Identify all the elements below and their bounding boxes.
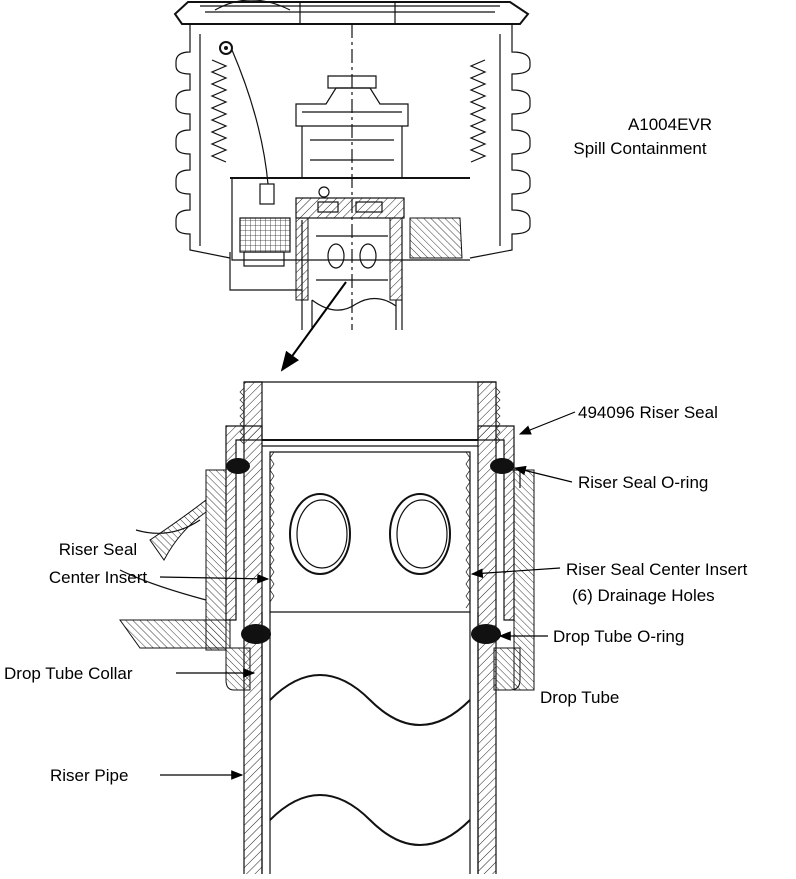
spill-containment-drawing — [173, 0, 531, 330]
drainage-hole-right — [389, 493, 451, 575]
riser-seal-label: 494096 Riser Seal — [578, 403, 718, 422]
drop-tube-label: Drop Tube — [540, 688, 619, 707]
riser-seal-oring-label: Riser Seal O-ring — [578, 473, 708, 492]
drop-tube-oring-label: Drop Tube O-ring — [553, 627, 684, 646]
center-insert-right-label: Riser Seal Center Insert — [566, 560, 748, 579]
detail-arrow — [280, 281, 347, 372]
riser-pipe-label: Riser Pipe — [50, 766, 128, 785]
riser-seal-oring-right — [490, 458, 514, 474]
center-insert-left-label-1: Riser Seal — [59, 540, 137, 559]
drainage-holes-label: (6) Drainage Holes — [572, 586, 715, 605]
drop-tube-oring-left — [241, 624, 271, 644]
labels: A1004EVR Spill Containment 494096 Riser … — [4, 115, 748, 785]
riser-seal-oring-left — [226, 458, 250, 474]
center-insert-left-label-2: Center Insert — [49, 568, 148, 587]
drop-tube-collar-label: Drop Tube Collar — [4, 664, 133, 683]
drop-tube-oring-right — [471, 624, 501, 644]
model-label: A1004EVR — [628, 115, 712, 134]
subtitle-label: Spill Containment — [573, 139, 707, 158]
riser-detail-drawing — [119, 381, 535, 877]
drainage-hole-left — [289, 493, 351, 575]
